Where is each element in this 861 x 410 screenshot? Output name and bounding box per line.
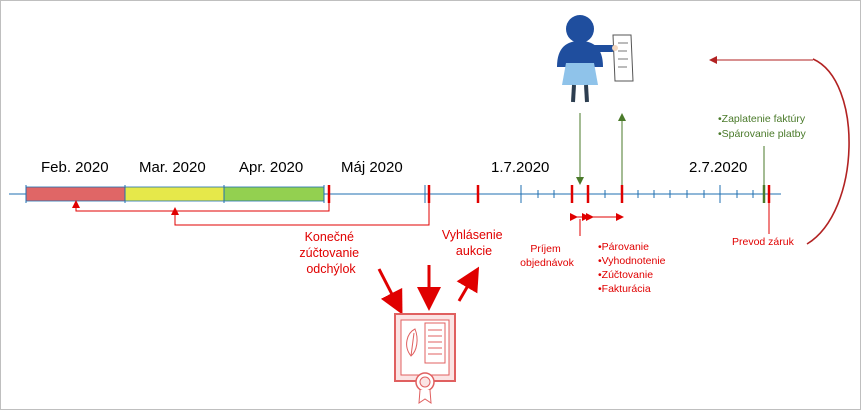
processing-steps-list: •Párovanie •Vyhodnotenie •Zúčtovanie •Fa… — [598, 241, 668, 295]
apr-bar — [223, 186, 325, 202]
feb-bar — [25, 186, 126, 202]
red-ticks — [327, 185, 771, 203]
person-with-document-icon — [557, 15, 634, 103]
certificate-icon — [394, 313, 456, 404]
payment-steps-list: •Zaplatenie faktúry •Spárovanie platby — [718, 113, 808, 140]
month-label-apr: Apr. 2020 — [239, 159, 303, 176]
mar-connector-arrow — [171, 203, 430, 226]
month-label-maj: Máj 2020 — [341, 159, 403, 176]
month-label-mar: Mar. 2020 — [139, 159, 206, 176]
date-label-1-7: 1.7.2020 — [491, 159, 549, 176]
arrow-up-right — [456, 266, 480, 302]
month-label-feb: Feb. 2020 — [41, 159, 109, 176]
konecne-zuctovanie-label: Konečné zúčtovanie odchýlok — [299, 230, 362, 276]
return-curve — [806, 58, 850, 245]
feb-connector-arrow — [72, 200, 330, 212]
prijem-objednavok-label: Príjem objednávok — [520, 243, 574, 269]
arrow-down-left — [377, 268, 403, 315]
mar-bar — [124, 186, 225, 202]
date-label-2-7: 2.7.2020 — [689, 159, 747, 176]
prevod-zaruk-label: Prevod záruk — [732, 236, 795, 248]
vyhlasenie-aukcie-label: Vyhlásenie aukcie — [442, 228, 506, 258]
axis-ticks — [25, 185, 754, 203]
